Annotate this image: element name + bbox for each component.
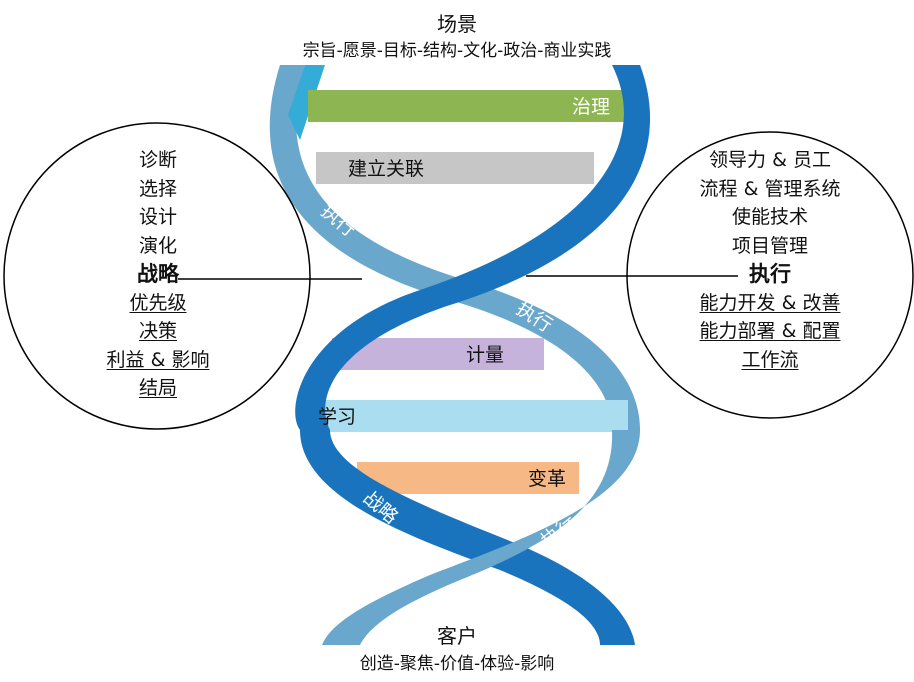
rung-learn	[302, 400, 628, 432]
rung-label-connect: 建立关联	[348, 158, 424, 180]
strategy-item: 设计	[138, 206, 177, 228]
execution-strand-lower	[322, 430, 640, 645]
strategy-strand-lower	[300, 430, 635, 645]
execution-circle	[626, 131, 914, 419]
execution-strand-upper	[269, 65, 640, 430]
strand-top-cap	[288, 65, 325, 140]
execution-circle-list: 领导力 & 员工 流程 & 管理系统 使能技术 项目管理 执行 能力开发 & 改…	[660, 146, 880, 374]
execution-outcome: 能力部署 & 配置	[699, 320, 841, 342]
rung-label-learn: 学习	[318, 406, 356, 428]
rung-label-measure: 计量	[466, 344, 504, 366]
rung-connect	[316, 152, 594, 184]
execution-outcome: 工作流	[741, 348, 799, 371]
strategy-outcome: 决策	[138, 320, 177, 342]
rung-label-governance: 治理	[572, 96, 610, 118]
scenario-subtitle: 宗旨-愿景-目标-结构-文化-政治-商业实践	[302, 41, 612, 61]
execution-heading: 执行	[749, 262, 791, 286]
strategy-item: 选择	[138, 177, 177, 200]
execution-outcome: 能力开发 & 改善	[699, 291, 841, 314]
execution-item: 使能技术	[731, 206, 808, 228]
strategy-outcome: 优先级	[129, 291, 187, 314]
execution-item: 流程 & 管理系统	[699, 177, 841, 200]
rung-governance	[308, 90, 633, 122]
rung-label-change: 变革	[528, 468, 566, 490]
strategy-outcome: 结局	[138, 377, 177, 399]
strategy-circle-list: 诊断 选择 设计 演化 战略 优先级 决策 利益 & 影响 结局	[58, 146, 258, 403]
rung-change	[357, 462, 579, 494]
scenario-title: 场景	[437, 12, 477, 36]
strategy-outcome: 利益 & 影响	[106, 348, 210, 371]
strategy-heading: 战略	[137, 262, 179, 286]
strategy-item: 诊断	[138, 149, 177, 171]
execution-item: 领导力 & 员工	[709, 149, 831, 171]
strategy-item: 演化	[138, 234, 177, 257]
execution-item: 项目管理	[731, 234, 808, 257]
strand-label-strategy-1: 战略	[478, 200, 522, 240]
customer-subtitle: 创造-聚焦-价值-体验-影响	[359, 654, 555, 674]
strategy-circle	[3, 122, 311, 430]
customer-title: 客户	[437, 624, 477, 648]
